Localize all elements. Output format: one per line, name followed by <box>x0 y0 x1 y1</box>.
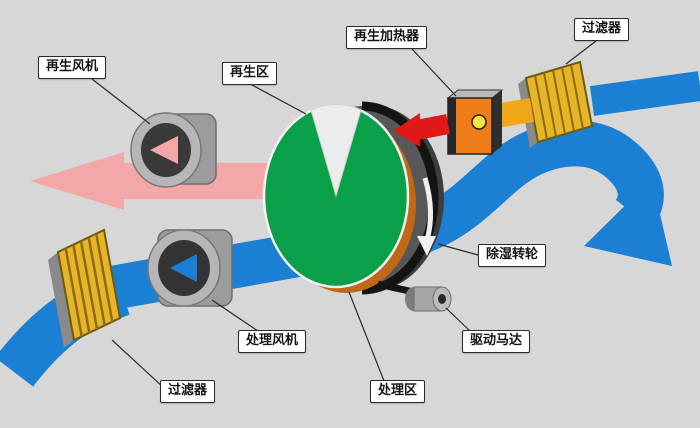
process-air-arrowhead-icon <box>584 179 672 266</box>
heater-indicator-icon <box>471 114 487 130</box>
regen-heater-graphic <box>446 89 504 155</box>
filter-bottom-side <box>48 252 74 348</box>
regen-fan-graphic <box>130 112 217 188</box>
belt-on-rim <box>361 101 439 295</box>
hot-air-arrow <box>393 113 450 147</box>
filter-top-pleats <box>534 64 584 140</box>
dehumidifier-wheel-graphic <box>262 101 444 295</box>
label-process-zone: 处理区 <box>370 380 426 403</box>
filter-bottom-graphic <box>48 228 122 348</box>
regen-sector-wedge <box>310 103 362 198</box>
leader-filter-top <box>565 40 597 65</box>
rotation-arrow-icon <box>417 236 436 256</box>
rotation-arrow-shaft <box>422 177 433 241</box>
regen-fan-flow-arrowhead-icon <box>150 136 178 164</box>
process-fan-flow-arrowhead-icon <box>170 254 197 282</box>
label-drive-motor: 驱动马达 <box>462 330 531 353</box>
motor-shaft <box>438 294 446 304</box>
regen-exhaust-arrowhead-icon <box>30 152 124 210</box>
process-air-outlet-arrow <box>375 120 672 266</box>
label-regen-heater: 再生加热器 <box>346 26 428 49</box>
leader-regen-fan <box>91 78 151 125</box>
leader-process-zone <box>348 291 385 382</box>
leader-drive-motor <box>445 307 471 332</box>
regen-air-inlet-band <box>589 71 700 116</box>
leader-wheel <box>437 243 479 256</box>
heater-panel <box>448 98 456 154</box>
drive-motor-graphic <box>377 280 452 312</box>
label-regen-fan: 再生风机 <box>38 56 107 79</box>
leader-regen-heater <box>411 48 457 97</box>
leader-lines <box>91 40 597 389</box>
process-air-outlet-band <box>375 120 664 265</box>
label-process-fan: 处理风机 <box>238 330 307 353</box>
filter-bottom-pleats <box>64 233 114 337</box>
process-fan-graphic <box>147 229 233 307</box>
leader-filter-bottom <box>111 339 165 389</box>
heater-side <box>492 90 502 154</box>
hot-air-arrowhead-icon <box>393 113 420 147</box>
hot-air-band <box>415 114 450 140</box>
label-filter-top: 过滤器 <box>574 18 630 41</box>
label-wheel: 除湿转轮 <box>478 244 547 267</box>
leader-regen-zone <box>251 84 307 115</box>
filter-top-graphic <box>518 60 594 148</box>
label-regen-zone: 再生区 <box>222 62 278 85</box>
leader-process-fan <box>211 299 259 332</box>
label-filter-bottom: 过滤器 <box>160 380 216 403</box>
